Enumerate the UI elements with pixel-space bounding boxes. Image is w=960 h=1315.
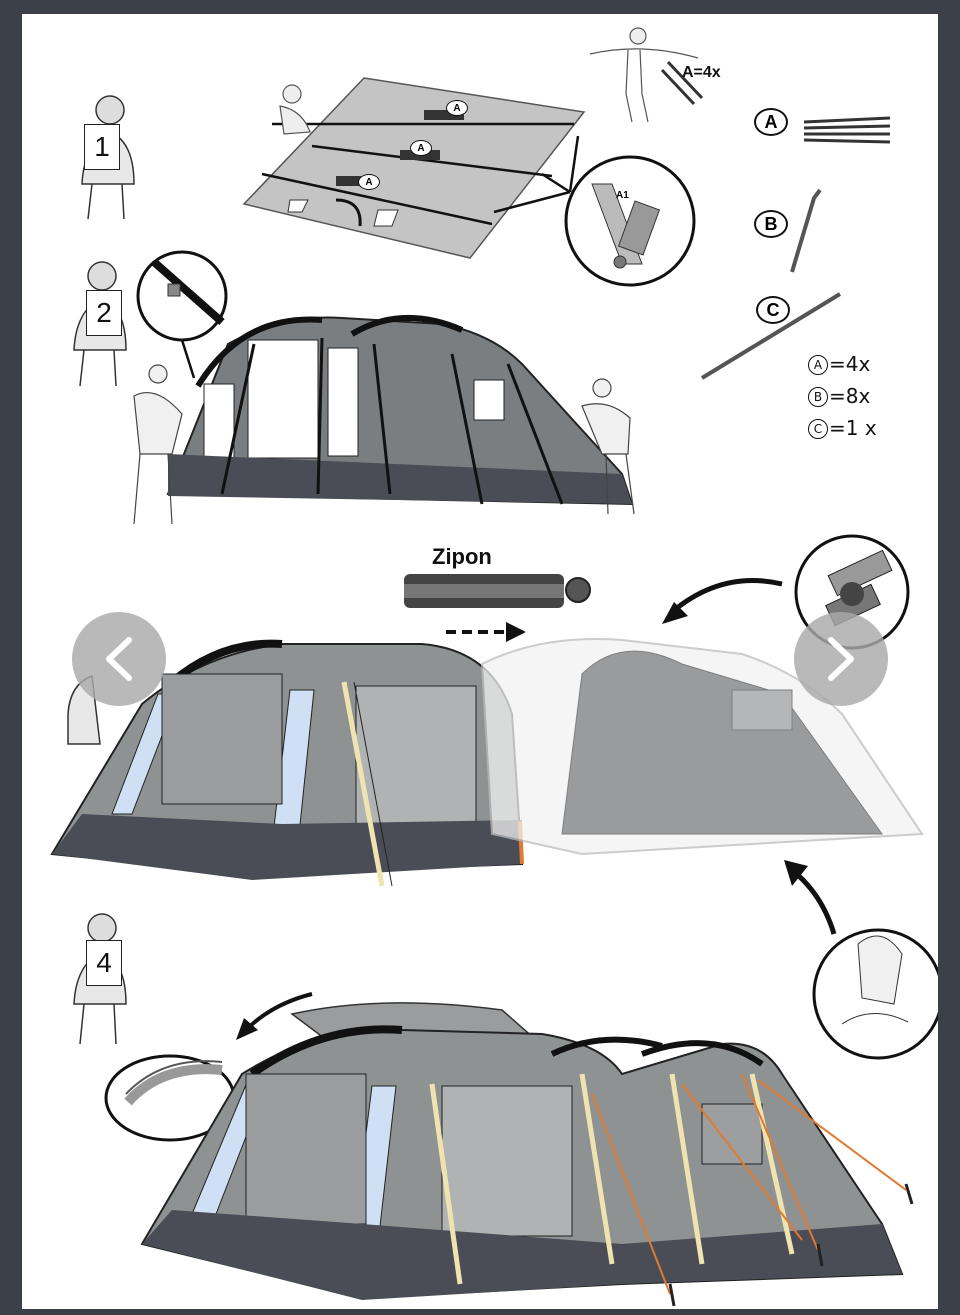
buckle-detail — [564, 155, 696, 287]
illustration-canvas — [50, 27, 938, 1307]
tent-full-step4 — [140, 1002, 914, 1307]
step-number-1: 1 — [84, 124, 120, 170]
inner-tent-step2 — [166, 314, 634, 506]
clip-detail — [136, 250, 228, 379]
person-figure-kneeling — [279, 84, 311, 135]
ground-sheet — [242, 77, 586, 259]
step-number-2: 2 — [86, 290, 122, 336]
chevron-right-icon — [828, 637, 854, 681]
arrow-to-inner — [670, 578, 783, 614]
part-count-note: A=4x — [682, 64, 721, 81]
tent-front-step3 — [50, 639, 524, 887]
legend-qty-b: =8x — [829, 384, 871, 408]
sleeve-label-a-2: A — [410, 140, 432, 156]
legend-qty-c: =1 x — [829, 416, 877, 440]
detail-label-a1: A1 — [616, 190, 629, 201]
legend-row-b: B=8x — [808, 384, 870, 408]
zip-illustration — [404, 574, 591, 642]
legend-qty-a: =4x — [829, 352, 871, 376]
inner-tent-ghost — [480, 638, 924, 856]
part-label-b: B — [754, 210, 788, 238]
pegging-detail — [812, 928, 938, 1060]
legend-row-c: C=1 x — [808, 416, 877, 440]
legend-letter-b: B — [808, 387, 828, 407]
pole-part-a — [803, 116, 891, 144]
zip-label: Zipon — [432, 544, 492, 569]
sleeve-label-a-1: A — [446, 100, 468, 116]
previous-image-button[interactable] — [72, 612, 166, 706]
next-image-button[interactable] — [794, 612, 888, 706]
step-number-4: 4 — [86, 940, 122, 986]
person-figure-left-pitching — [133, 364, 183, 525]
sleeve-label-a-3: A — [358, 174, 380, 190]
legend-row-a: A=4x — [808, 352, 870, 376]
pole-part-c — [700, 292, 842, 380]
scrollbar-track[interactable] — [938, 0, 960, 1315]
chevron-left-icon — [106, 637, 132, 681]
arrow-peg — [790, 868, 837, 935]
instruction-sheet: 1 2 4 A=4x A1 A A A A B C A=4x B=8x C=1 … — [22, 14, 938, 1309]
person-figure-right-pitching — [581, 378, 635, 515]
part-label-c: C — [756, 296, 790, 324]
pole-part-b — [790, 188, 822, 273]
person-figure-pole — [589, 27, 704, 123]
part-label-a: A — [754, 108, 788, 136]
legend-letter-c: C — [808, 419, 828, 439]
legend-letter-a: A — [808, 355, 828, 375]
